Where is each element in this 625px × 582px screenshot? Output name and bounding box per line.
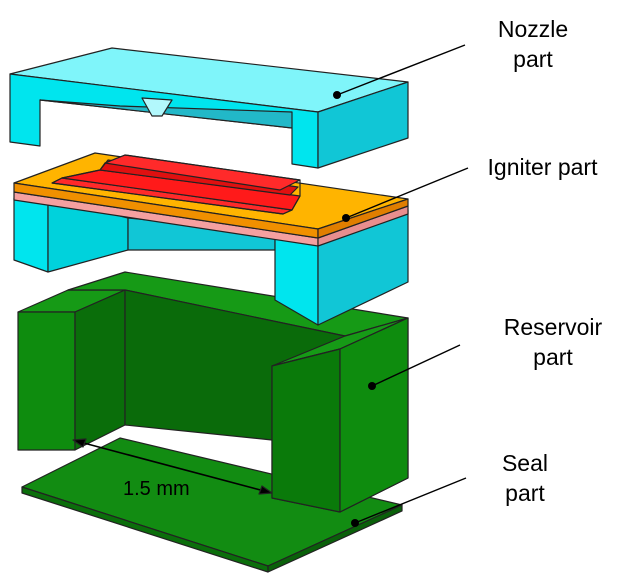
igniter-leader-line bbox=[345, 167, 469, 219]
nozzle-label-line1: Nozzle bbox=[497, 16, 569, 42]
nozzle-side-face bbox=[317, 81, 409, 169]
igniter-plate-side bbox=[317, 198, 409, 239]
reservoir-label: Reservoir part bbox=[488, 312, 618, 372]
nozzle-leader-line bbox=[336, 44, 466, 96]
dimension-label: 1.5 mm bbox=[123, 478, 190, 500]
reservoir-label-line2: part bbox=[533, 344, 573, 370]
reservoir-right-wall-inner bbox=[271, 348, 341, 513]
nozzle-cone bbox=[141, 97, 173, 117]
seal-leader-dot bbox=[351, 519, 359, 527]
arrowhead-left bbox=[72, 438, 87, 448]
nozzle-label-line2: part bbox=[513, 46, 553, 72]
nozzle-lower-block bbox=[13, 197, 409, 326]
reservoir-label-line1: Reservoir bbox=[503, 314, 603, 340]
reservoir-left-wall-side bbox=[74, 289, 126, 451]
arrowhead-right bbox=[258, 485, 273, 495]
igniter-label: Igniter part bbox=[470, 152, 615, 182]
nozzle-inner-ceiling bbox=[39, 99, 293, 129]
igniter-part bbox=[13, 152, 409, 247]
igniter-trace-outline bbox=[51, 154, 301, 215]
seal-label-line1: Seal bbox=[501, 450, 549, 476]
nozzle-label: Nozzle part bbox=[478, 14, 588, 74]
seal-leader-line bbox=[354, 477, 467, 524]
leader-lines bbox=[336, 44, 469, 524]
reservoir-left-wall-front bbox=[17, 311, 76, 451]
seal-label-line2: part bbox=[505, 480, 545, 506]
lower-left-leg-front bbox=[13, 197, 49, 273]
reservoir-part bbox=[17, 271, 409, 513]
reservoir-right-wall-side bbox=[339, 317, 409, 513]
nozzle-part bbox=[9, 47, 409, 169]
seal-label: Seal part bbox=[480, 448, 570, 508]
igniter-label-text: Igniter part bbox=[487, 154, 598, 180]
dimension-arrow bbox=[72, 438, 273, 495]
reservoir-leader-line bbox=[371, 344, 461, 387]
